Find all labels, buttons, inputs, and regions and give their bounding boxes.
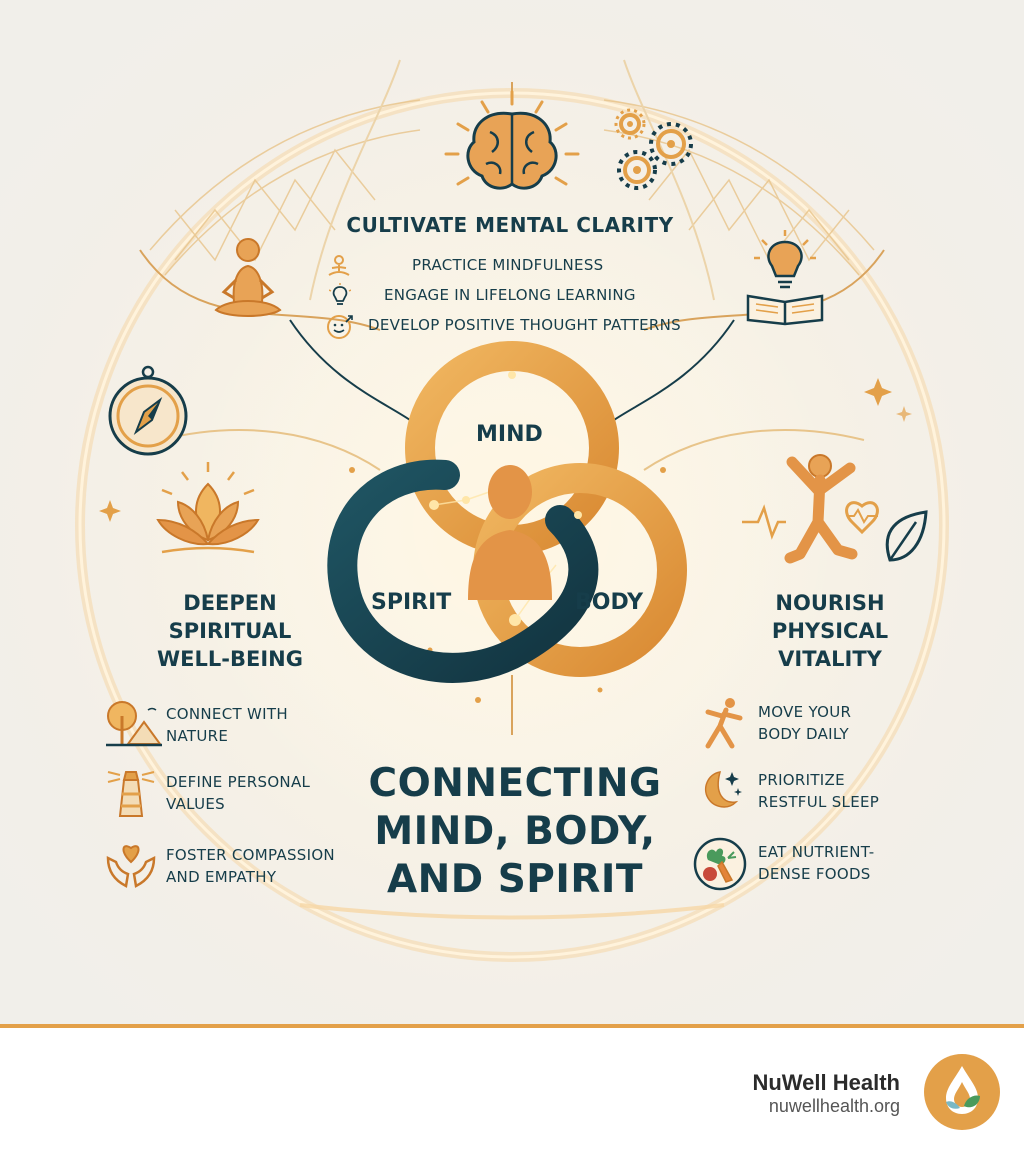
brand-url[interactable]: nuwellhealth.org bbox=[768, 1096, 900, 1116]
tree-mountain-icon bbox=[106, 701, 162, 747]
spiritual-item-2: Define PersonalValues bbox=[166, 773, 311, 813]
physical-heading: Nourish Physical Vitality bbox=[771, 591, 889, 671]
infographic: Cultivate Mental Clarity Practice Mindfu… bbox=[0, 0, 1024, 1024]
mental-item-3: Develop Positive Thought Patterns bbox=[368, 316, 681, 334]
meditating-person-icon bbox=[214, 238, 282, 317]
mind-label: Mind bbox=[476, 422, 543, 447]
body-label: Body bbox=[575, 590, 644, 615]
moon-stars-icon bbox=[704, 771, 742, 808]
human-figure-icon bbox=[468, 465, 552, 600]
physical-item-3: Eat Nutrient-Dense Foods bbox=[758, 843, 875, 883]
mental-item-1: Practice Mindfulness bbox=[412, 256, 604, 274]
lightbulb-book-icon bbox=[746, 230, 824, 326]
meditation-icon bbox=[328, 255, 350, 276]
spiritual-heading: Deepen Spiritual Well-Being bbox=[157, 591, 303, 671]
spirit-label: Spirit bbox=[371, 590, 452, 615]
spiritual-item-1: Connect withNature bbox=[166, 705, 288, 745]
spiritual-item-3: Foster Compassionand Empathy bbox=[166, 846, 335, 886]
vegetables-icon bbox=[693, 837, 747, 891]
mental-item-2: Engage in Lifelong Learning bbox=[384, 286, 636, 304]
mental-clarity-heading: Cultivate Mental Clarity bbox=[346, 213, 674, 237]
heart-hands-icon bbox=[106, 845, 156, 888]
physical-item-1: Move YourBody Daily bbox=[758, 703, 852, 743]
brain-icon bbox=[444, 90, 693, 190]
lotus-icon bbox=[156, 462, 260, 554]
brand-logo-icon bbox=[924, 1054, 1000, 1130]
brand-name: NuWell Health bbox=[752, 1070, 900, 1095]
physical-item-2: PrioritizeRestful Sleep bbox=[758, 771, 880, 811]
lightbulb-icon bbox=[329, 283, 351, 305]
lighthouse-icon bbox=[107, 771, 155, 817]
footer: NuWell Health nuwellhealth.org bbox=[0, 1024, 1024, 1154]
compass-icon bbox=[108, 365, 188, 456]
running-person-icon bbox=[705, 698, 743, 749]
active-person-icon bbox=[742, 454, 928, 564]
main-title: Connecting Mind, Body, and Spirit bbox=[368, 761, 662, 902]
decorative-background bbox=[75, 59, 949, 962]
smile-arrow-icon bbox=[327, 315, 353, 339]
